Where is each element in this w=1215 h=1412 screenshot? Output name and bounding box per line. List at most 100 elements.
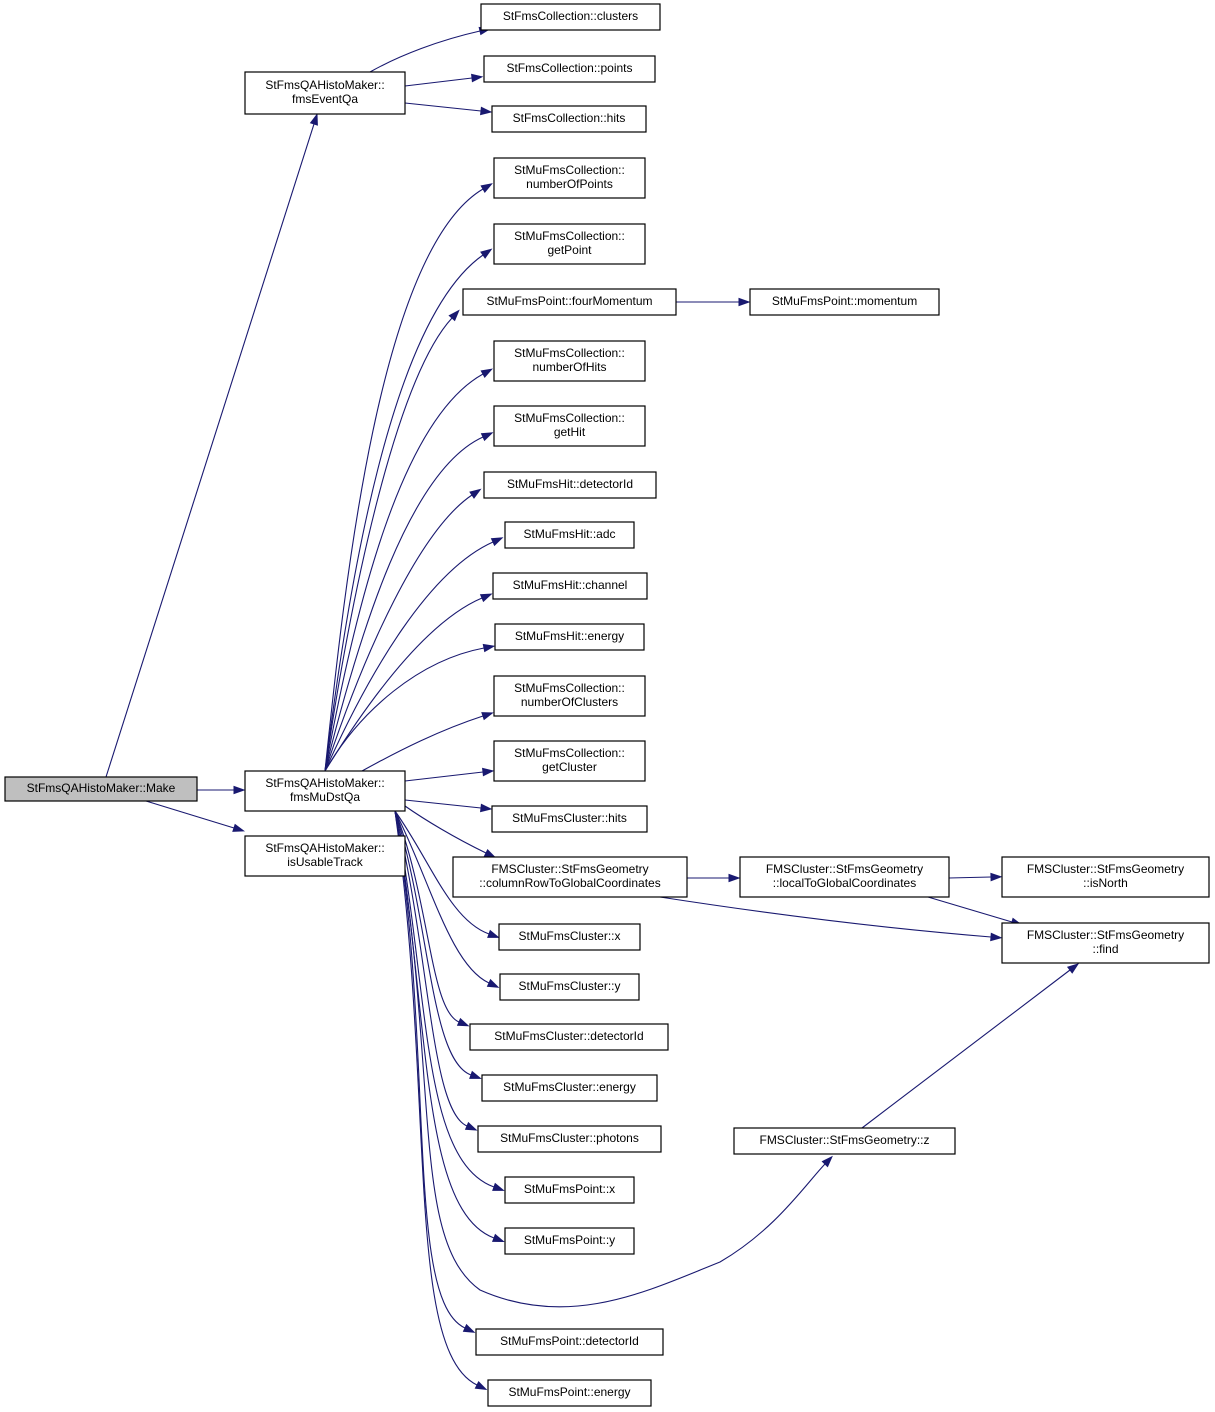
arrowhead-icon (471, 73, 484, 83)
node-label: ::columnRowToGlobalCoordinates (479, 876, 660, 890)
node-point_y[interactable]: StMuFmsPoint::y (504, 1227, 635, 1255)
node-box[interactable] (733, 1127, 956, 1155)
node-point_energy[interactable]: StMuFmsPoint::energy (487, 1379, 652, 1407)
node-mu_getPoint[interactable]: StMuFmsCollection::getPoint (493, 223, 646, 265)
arrowhead-icon (1066, 963, 1080, 974)
call-edge-fmsMuDstQa-to-point_detectorId (394, 810, 476, 1333)
node-box[interactable] (504, 1176, 635, 1204)
node-box[interactable] (499, 973, 640, 1001)
arrowhead-icon (486, 978, 500, 988)
arrowhead-icon (491, 1233, 505, 1243)
node-cluster_x[interactable]: StMuFmsCluster::x (498, 923, 641, 951)
node-box[interactable] (244, 835, 406, 877)
node-hit_channel[interactable]: StMuFmsHit::channel (492, 572, 648, 600)
node-label: ::isNorth (1083, 876, 1128, 890)
node-mu_getCluster[interactable]: StMuFmsCollection::getCluster (493, 740, 646, 782)
node-box[interactable] (491, 105, 647, 133)
node-geo_z[interactable]: FMSCluster::StFmsGeometry::z (733, 1127, 956, 1155)
node-fmsEventQa[interactable]: StFmsQAHistoMaker::fmsEventQa (244, 71, 406, 115)
edge-line (394, 810, 466, 1329)
node-box[interactable] (1001, 922, 1210, 964)
node-box[interactable] (504, 521, 635, 549)
edge-line (324, 373, 484, 772)
node-box[interactable] (244, 71, 406, 115)
edge-line (324, 254, 484, 772)
node-mu_numberOfClusters[interactable]: StMuFmsCollection::numberOfClusters (493, 675, 646, 717)
node-coll_hits[interactable]: StFmsCollection::hits (491, 105, 647, 133)
node-box[interactable] (498, 923, 641, 951)
node-mu_getHit[interactable]: StMuFmsCollection::getHit (493, 405, 646, 447)
node-make[interactable]: StFmsQAHistoMaker::Make (4, 776, 198, 802)
node-box[interactable] (494, 623, 645, 651)
edge-line (404, 102, 482, 112)
node-hit_energy[interactable]: StMuFmsHit::energy (494, 623, 645, 651)
node-cluster_photons[interactable]: StMuFmsCluster::photons (477, 1125, 662, 1153)
node-geo_localToGlobal[interactable]: FMSCluster::StFmsGeometry::localToGlobal… (739, 856, 950, 898)
edge-line (404, 799, 482, 809)
edge-line (394, 810, 495, 1188)
node-box[interactable] (462, 288, 677, 316)
node-box[interactable] (244, 770, 406, 812)
arrowhead-icon (821, 1155, 833, 1168)
node-box[interactable] (493, 740, 646, 782)
node-box[interactable] (480, 3, 661, 31)
edge-line (404, 77, 473, 87)
arrowhead-icon (464, 1121, 478, 1131)
node-coll_clusters[interactable]: StFmsCollection::clusters (480, 3, 661, 31)
call-edge-point_fourMomentum-to-point_momentum (676, 297, 751, 307)
edge-line (324, 188, 484, 772)
node-box[interactable] (749, 288, 940, 316)
node-box[interactable] (493, 223, 646, 265)
function-nodes: StFmsQAHistoMaker::MakeStFmsQAHistoMaker… (4, 3, 1210, 1407)
node-coll_points[interactable]: StFmsCollection::points (483, 55, 656, 83)
node-box[interactable] (1001, 856, 1210, 898)
node-label: StMuFmsCollection:: (514, 681, 625, 695)
node-box[interactable] (477, 1125, 662, 1153)
node-point_momentum[interactable]: StMuFmsPoint::momentum (749, 288, 940, 316)
edge-line (394, 810, 490, 935)
node-box[interactable] (4, 776, 198, 802)
call-edge-fmsMuDstQa-to-hit_adc (324, 537, 504, 772)
edge-line (145, 800, 235, 829)
node-cluster_y[interactable]: StMuFmsCluster::y (499, 973, 640, 1001)
node-box[interactable] (452, 856, 688, 898)
node-box[interactable] (487, 1379, 652, 1407)
node-label: FMSCluster::StFmsGeometry (766, 862, 923, 876)
node-box[interactable] (469, 1023, 669, 1051)
node-label: StMuFmsHit::adc (523, 527, 615, 541)
node-mu_numberOfPoints[interactable]: StMuFmsCollection::numberOfPoints (493, 157, 646, 199)
node-box[interactable] (493, 157, 646, 199)
node-box[interactable] (493, 340, 646, 382)
node-box[interactable] (739, 856, 950, 898)
node-point_detectorId[interactable]: StMuFmsPoint::detectorId (475, 1328, 664, 1356)
node-box[interactable] (492, 572, 648, 600)
node-label: getHit (554, 425, 586, 439)
node-mu_numberOfHits[interactable]: StMuFmsCollection::numberOfHits (493, 340, 646, 382)
node-fmsMuDstQa[interactable]: StFmsQAHistoMaker::fmsMuDstQa (244, 770, 406, 812)
node-box[interactable] (504, 1227, 635, 1255)
node-box[interactable] (493, 405, 646, 447)
call-edge-fmsMuDstQa-to-geo_z (394, 810, 833, 1308)
node-geo_isNorth[interactable]: FMSCluster::StFmsGeometry::isNorth (1001, 856, 1210, 898)
node-label: ::localToGlobalCoordinates (773, 876, 916, 890)
node-box[interactable] (483, 55, 656, 83)
node-point_x[interactable]: StMuFmsPoint::x (504, 1176, 635, 1204)
node-box[interactable] (491, 805, 648, 833)
node-cluster_hits[interactable]: StMuFmsCluster::hits (491, 805, 648, 833)
node-point_fourMomentum[interactable]: StMuFmsPoint::fourMomentum (462, 288, 677, 316)
node-box[interactable] (481, 1074, 658, 1102)
node-isUsableTrack[interactable]: StFmsQAHistoMaker::isUsableTrack (244, 835, 406, 877)
node-cluster_detectorId[interactable]: StMuFmsCluster::detectorId (469, 1023, 669, 1051)
node-hit_adc[interactable]: StMuFmsHit::adc (504, 521, 635, 549)
call-edge-fmsMuDstQa-to-mu_numberOfClusters (361, 712, 494, 772)
call-edge-fmsMuDstQa-to-cluster_detectorId (394, 810, 470, 1027)
node-geo_colRow[interactable]: FMSCluster::StFmsGeometry::columnRowToGl… (452, 856, 688, 898)
node-label: numberOfPoints (526, 177, 613, 191)
node-box[interactable] (483, 471, 657, 499)
node-box[interactable] (493, 675, 646, 717)
node-cluster_energy[interactable]: StMuFmsCluster::energy (481, 1074, 658, 1102)
node-hit_detectorId[interactable]: StMuFmsHit::detectorId (483, 471, 657, 499)
node-geo_find[interactable]: FMSCluster::StFmsGeometry::find (1001, 922, 1210, 964)
node-box[interactable] (475, 1328, 664, 1356)
node-label: StMuFmsPoint::momentum (772, 294, 917, 308)
